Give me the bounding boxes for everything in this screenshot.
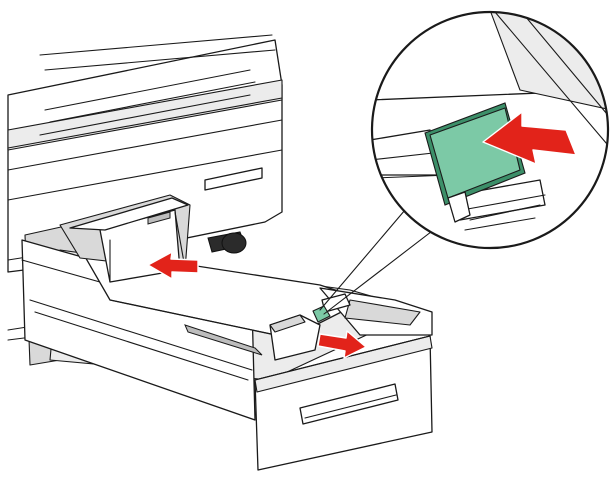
tray-handle <box>254 335 433 471</box>
rear-length-guide <box>59 194 191 283</box>
magnified-callout <box>370 10 610 250</box>
push-rear-guide-arrow <box>147 251 199 280</box>
printer-body <box>7 34 283 341</box>
slide-side-guide-arrow <box>317 330 367 359</box>
caster-wheel <box>207 231 247 254</box>
side-width-guide <box>184 293 351 361</box>
guide-release-tab <box>312 305 331 323</box>
